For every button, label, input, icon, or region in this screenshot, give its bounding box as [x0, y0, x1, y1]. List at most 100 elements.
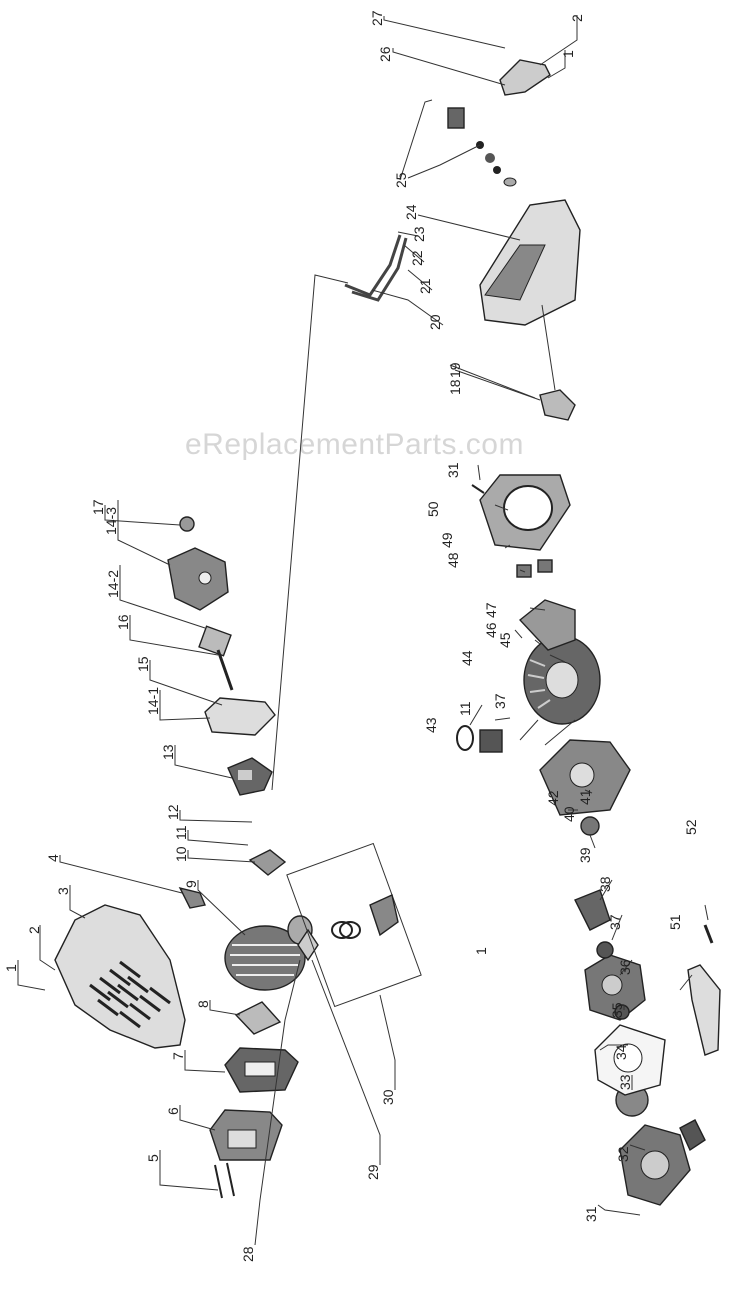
callout-46: 46 — [483, 622, 499, 638]
callout-40: 40 — [561, 806, 577, 822]
callout-52: 52 — [683, 819, 699, 835]
bearing-41 — [580, 816, 600, 836]
intake-insulator — [248, 849, 287, 876]
clutch — [518, 599, 576, 651]
callout-45: 45 — [497, 632, 513, 648]
cylinder — [224, 915, 313, 991]
filter-cover-knob — [179, 516, 195, 532]
callout-4: 4 — [45, 854, 61, 862]
callout-12: 12 — [165, 804, 181, 820]
carburetor — [227, 757, 273, 796]
callout-18: 18 — [447, 379, 463, 395]
bearing-35 — [614, 1004, 630, 1020]
callout-33: 33 — [617, 1074, 633, 1090]
callout-32: 32 — [615, 1146, 631, 1162]
tank-clip — [539, 389, 576, 421]
callout-34: 34 — [613, 1044, 629, 1060]
tank-bracket — [499, 59, 551, 96]
fuel-lines — [344, 234, 408, 302]
callout-5: 5 — [145, 1154, 161, 1162]
callout-29: 29 — [365, 1164, 381, 1180]
callout-9: 9 — [183, 880, 199, 888]
callout-6: 6 — [165, 1107, 181, 1115]
leader-lines — [17, 15, 709, 1246]
cylinder-gasket — [297, 928, 319, 962]
callout-49: 49 — [439, 532, 455, 548]
callout-26: 26 — [377, 46, 393, 62]
callout-48: 48 — [445, 552, 461, 568]
piston-assembly — [331, 894, 399, 939]
callout-22: 22 — [409, 250, 425, 266]
crankshaft — [574, 889, 611, 931]
callout-19: 19 — [447, 362, 463, 378]
callout-38: 38 — [597, 876, 613, 892]
muffler — [224, 1047, 299, 1093]
callout-2: 2 — [26, 926, 42, 934]
plate-screw — [703, 924, 714, 944]
ignition-coil — [456, 725, 503, 753]
long-bolt — [216, 649, 234, 691]
callout-24: 24 — [403, 204, 419, 220]
callout-23: 23 — [411, 226, 427, 242]
callout-43: 43 — [423, 717, 439, 733]
callout-30: 30 — [380, 1089, 396, 1105]
callout-27: 27 — [369, 10, 385, 26]
callout-7: 7 — [170, 1052, 186, 1060]
callout-1-top: 1 — [560, 50, 576, 58]
callout-14-3: 14-3 — [103, 507, 119, 535]
watermark: eReplacementParts.com — [185, 428, 524, 461]
callout-15: 15 — [135, 656, 151, 672]
recoil-starter — [619, 1119, 706, 1206]
callout-42: 42 — [545, 790, 561, 806]
callout-17: 17 — [90, 499, 106, 515]
fuel-cap-assembly — [447, 107, 517, 187]
bearing-38 — [596, 941, 614, 959]
crankcase-main — [539, 739, 631, 816]
spacers — [516, 559, 553, 578]
callout-16: 16 — [115, 614, 131, 630]
callout-20: 20 — [427, 314, 443, 330]
callout-labels: 1 2 3 4 5 6 7 8 9 10 11 12 13 14-1 15 16… — [3, 10, 699, 1262]
housing-bolt — [471, 484, 485, 494]
callout-41: 41 — [577, 789, 593, 805]
callout-2-right: 2 — [569, 14, 585, 22]
callout-8: 8 — [195, 1000, 211, 1008]
fuel-tank — [479, 199, 581, 326]
callout-10: 10 — [173, 846, 189, 862]
callout-25: 25 — [393, 172, 409, 188]
air-filter-element — [198, 625, 232, 657]
callout-31-bottom: 31 — [583, 1206, 599, 1222]
muffler-bolts — [214, 1162, 235, 1199]
callout-35: 35 — [609, 1002, 625, 1018]
mounting-plate — [687, 964, 721, 1056]
callout-3: 3 — [55, 887, 71, 895]
flywheel — [523, 635, 601, 725]
engine-shroud — [54, 904, 186, 1049]
air-filter-base — [204, 697, 276, 736]
callout-11: 11 — [173, 825, 189, 840]
insulator-plate — [234, 1001, 282, 1035]
spark-plug — [178, 886, 206, 909]
air-filter-cover — [167, 547, 229, 611]
callout-11-right: 11 — [457, 701, 473, 716]
callout-39: 39 — [577, 847, 593, 863]
callout-13: 13 — [160, 744, 176, 760]
piston-kit-box — [286, 842, 422, 1008]
callout-50: 50 — [425, 501, 441, 517]
callout-1: 1 — [3, 964, 19, 972]
callout-36: 36 — [617, 959, 633, 975]
callout-47: 47 — [483, 602, 499, 618]
callout-1-right: 1 — [473, 947, 489, 955]
callout-28: 28 — [240, 1246, 256, 1262]
clutch-housing — [479, 474, 571, 551]
callout-37-lower: 37 — [607, 914, 623, 930]
callout-44: 44 — [459, 650, 475, 666]
callout-14-2: 14-2 — [105, 570, 121, 598]
callout-31-upper: 31 — [445, 462, 461, 478]
callout-51: 51 — [667, 914, 683, 930]
callout-14-1: 14-1 — [145, 687, 161, 715]
muffler-cover — [209, 1109, 283, 1161]
callout-37-upper: 37 — [492, 693, 508, 709]
callout-21: 21 — [417, 278, 433, 294]
